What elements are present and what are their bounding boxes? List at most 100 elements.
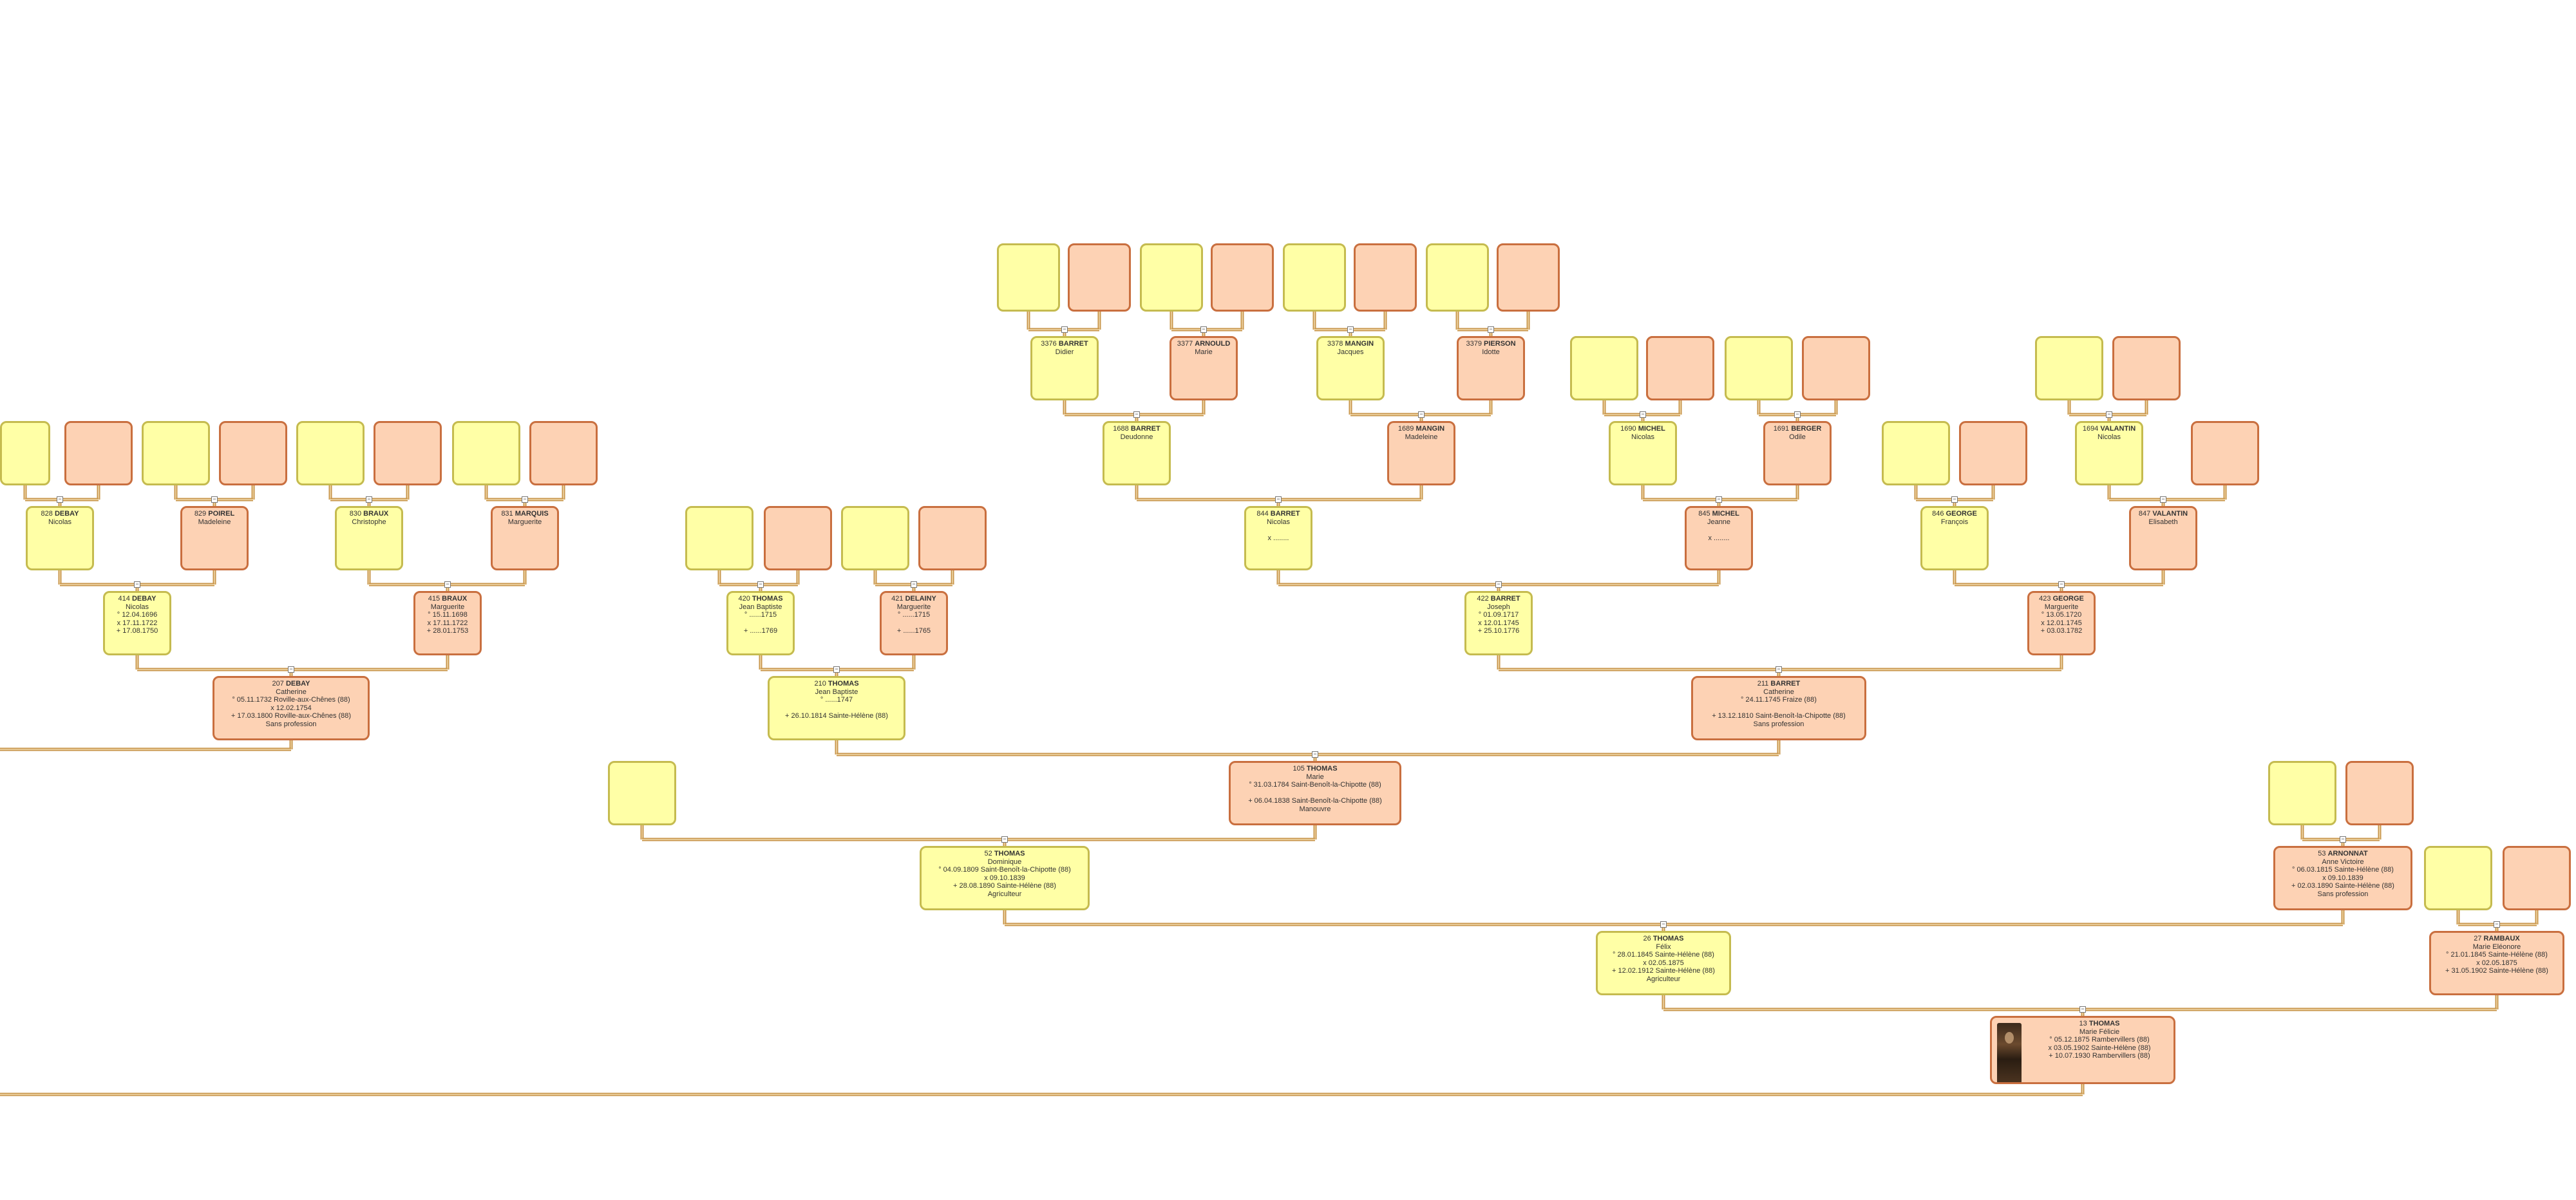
empty-ancestor-card[interactable] (1882, 421, 1950, 485)
collapse-branch-button[interactable]: − (1001, 836, 1008, 843)
collapse-branch-button[interactable]: − (1488, 326, 1494, 333)
collapse-branch-button[interactable]: − (134, 581, 140, 588)
empty-ancestor-card[interactable] (142, 421, 210, 485)
empty-ancestor-card[interactable] (685, 506, 753, 570)
empty-ancestor-card[interactable] (997, 243, 1060, 312)
collapse-branch-button[interactable]: − (211, 496, 218, 503)
collapse-branch-button[interactable]: − (1061, 326, 1068, 333)
empty-ancestor-card[interactable] (918, 506, 987, 570)
empty-ancestor-card[interactable] (2503, 846, 2571, 910)
collapse-branch-button[interactable]: − (1418, 411, 1425, 418)
sosa-number: 420 (738, 595, 750, 603)
collapse-branch-button[interactable]: − (1660, 921, 1667, 928)
empty-ancestor-card[interactable] (529, 421, 598, 485)
empty-ancestor-card[interactable] (1140, 243, 1203, 312)
collapse-branch-button[interactable]: − (366, 496, 372, 503)
collapse-branch-button[interactable]: − (2058, 581, 2065, 588)
empty-ancestor-card[interactable] (1646, 336, 1714, 400)
collapse-branch-button[interactable]: − (522, 496, 528, 503)
collapse-branch-button[interactable]: − (1347, 326, 1354, 333)
collapse-branch-button[interactable]: − (2340, 836, 2346, 843)
collapse-branch-button[interactable]: − (1951, 496, 1958, 503)
empty-ancestor-card[interactable] (1959, 421, 2027, 485)
empty-ancestor-card[interactable] (2268, 761, 2336, 825)
empty-ancestor-card[interactable] (2191, 421, 2259, 485)
empty-ancestor-card[interactable] (764, 506, 832, 570)
collapse-branch-button[interactable]: − (57, 496, 63, 503)
collapse-branch-button[interactable]: − (2494, 921, 2500, 928)
empty-ancestor-card[interactable] (2035, 336, 2103, 400)
collapse-branch-button[interactable]: − (911, 581, 917, 588)
empty-ancestor-card[interactable] (1068, 243, 1131, 312)
collapse-branch-button[interactable]: − (288, 666, 294, 673)
collapse-branch-button[interactable]: − (1776, 666, 1782, 673)
empty-ancestor-card[interactable] (1725, 336, 1793, 400)
empty-ancestor-card[interactable] (841, 506, 909, 570)
collapse-branch-button[interactable]: − (1794, 411, 1801, 418)
empty-ancestor-card[interactable] (2112, 336, 2181, 400)
collapse-branch-button[interactable]: − (1716, 496, 1722, 503)
empty-ancestor-card[interactable] (374, 421, 442, 485)
empty-ancestor-card[interactable] (452, 421, 520, 485)
empty-ancestor-card[interactable] (2424, 846, 2492, 910)
empty-ancestor-card[interactable] (1802, 336, 1870, 400)
empty-ancestor-card[interactable] (1354, 243, 1417, 312)
collapse-branch-button[interactable]: − (1640, 411, 1646, 418)
empty-ancestor-card[interactable] (64, 421, 133, 485)
collapse-branch-button[interactable]: − (2106, 411, 2112, 418)
collapse-branch-button[interactable]: − (757, 581, 764, 588)
collapse-branch-button[interactable]: − (1495, 581, 1502, 588)
collapse-branch-button[interactable]: − (444, 581, 451, 588)
empty-ancestor-card[interactable] (608, 761, 676, 825)
collapse-branch-button[interactable]: − (2079, 1006, 2086, 1013)
collapse-branch-button[interactable]: − (2160, 496, 2166, 503)
portrait-photo[interactable] (1997, 1023, 2022, 1082)
empty-ancestor-card[interactable] (0, 421, 50, 485)
collapse-branch-button[interactable]: − (1275, 496, 1282, 503)
empty-ancestor-card[interactable] (1497, 243, 1560, 312)
collapse-branch-button[interactable]: − (1200, 326, 1207, 333)
empty-ancestor-card[interactable] (296, 421, 365, 485)
empty-ancestor-card[interactable] (1283, 243, 1346, 312)
empty-ancestor-card[interactable] (1426, 243, 1489, 312)
collapse-branch-button[interactable]: − (1312, 751, 1318, 758)
empty-ancestor-card[interactable] (1570, 336, 1638, 400)
empty-ancestor-card[interactable] (219, 421, 287, 485)
collapse-branch-button[interactable]: − (833, 666, 840, 673)
collapse-branch-button[interactable]: − (1133, 411, 1140, 418)
empty-ancestor-card[interactable] (2345, 761, 2414, 825)
empty-ancestor-card[interactable] (1211, 243, 1274, 312)
